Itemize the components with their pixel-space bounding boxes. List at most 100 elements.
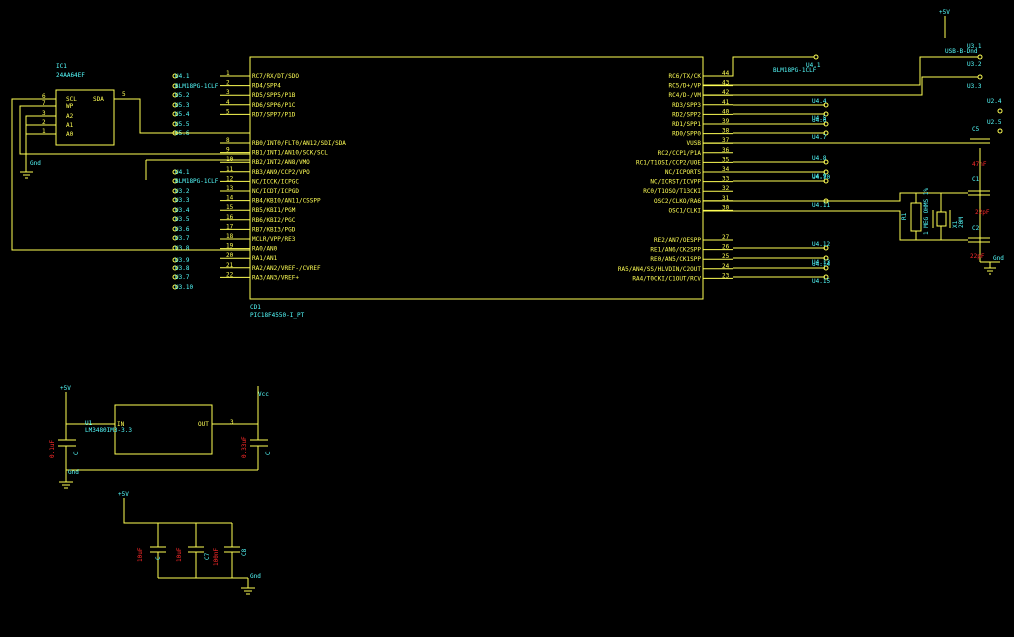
left-net-label: U4.1 xyxy=(175,169,190,176)
osc2-wire xyxy=(703,192,968,202)
left-net-label: U3.7 xyxy=(175,235,190,242)
mcu-left-pin-name: NC/ICCK/ICPGC xyxy=(252,178,299,185)
left-net-connector xyxy=(172,226,178,232)
eeprom-body xyxy=(55,89,115,146)
mcu-right-pin-num: 33 xyxy=(722,176,730,183)
mcu-left-pin-num: 2 xyxy=(226,80,230,87)
right-net-labels: U4.4U4.5U4.6U4.7U4.8U4.9U4.10U4.11U4.12U… xyxy=(733,98,830,285)
mcu-right-pin-num: 23 xyxy=(722,272,730,279)
reg-vout-wire xyxy=(212,386,259,425)
r1-body xyxy=(910,202,922,232)
usb-pin-1 xyxy=(977,54,983,60)
mcu-right-pin-num: 25 xyxy=(722,253,730,260)
osc-gnd-symbol xyxy=(980,261,1000,275)
left-net-connector xyxy=(172,111,178,117)
cin-ref: C xyxy=(73,451,80,455)
oscillator-section: C5 47nF C1 22pF C2 22pF R1 1 MEG OHMS 1%… xyxy=(703,126,1004,275)
mcu-right-pin-num: 44 xyxy=(722,70,730,77)
bulk-vcc-wire xyxy=(123,498,233,547)
bulk-c2-symbol xyxy=(188,546,204,578)
bulk-c1-value: 10uF xyxy=(137,547,144,562)
left-net-connector xyxy=(172,257,178,263)
a2-wire xyxy=(25,115,30,153)
eeprom-part: 24AA64EF xyxy=(56,72,85,79)
mcu-left-pin-name: RB4/KBI0/AN11/CSSPP xyxy=(252,198,321,205)
mcu-right-pin-num: 40 xyxy=(722,108,730,115)
mcu-left-pin-name: NC/ICDT/ICPGD xyxy=(252,188,299,195)
mcu-right-pin-name: RC6/TX/CK xyxy=(668,73,701,80)
xtal-value: 20M xyxy=(958,217,965,228)
mcu-right-pin-name: RD0/SPP0 xyxy=(672,131,701,138)
u2-5-label: U2.5 xyxy=(987,119,1002,126)
osc-gnd-label: Gnd xyxy=(993,255,1004,262)
bulk-c3-value: 100nF xyxy=(213,548,220,566)
mcu-right-pin-num: 43 xyxy=(722,80,730,87)
cin-value: 0.1uF xyxy=(49,440,56,458)
mcu-left-pin-name: RB7/KBI3/PGD xyxy=(252,226,296,233)
dplus-wire xyxy=(703,56,978,86)
tx-wire xyxy=(703,56,814,77)
left-net-connector xyxy=(172,216,178,222)
right-net-connector xyxy=(823,245,829,251)
reg-vin-label: +5V xyxy=(60,385,71,392)
right-net-label: U4.5 xyxy=(812,115,827,122)
mcu-right-pin-name: RD1/SPP1 xyxy=(672,121,701,128)
mcu-left-pin-name: RC7/RX/DT/SDO xyxy=(252,73,299,80)
usb-u3-3: U3.3 xyxy=(967,83,982,90)
mcu-left-pin-name: RA2/AN2/VREF-/CVREF xyxy=(252,265,321,272)
mcu-right-pin-num: 27 xyxy=(722,234,730,241)
mcu-left-pin-num: 8 xyxy=(226,137,230,144)
left-net-label: U3.10 xyxy=(175,284,193,291)
mcu-right-pin-name: VUSB xyxy=(687,140,702,147)
mcu-left-pin-name: RB3/AN9/CCP2/VPO xyxy=(252,169,310,176)
usb-connector-label: USB-B-Dnd xyxy=(945,48,978,55)
left-net-label: BLM18PG-1CLF xyxy=(175,83,219,90)
mcu-right-pin-name: OSC2/CLKO/RA6 xyxy=(654,198,701,205)
dminus-wire xyxy=(703,76,978,96)
right-net-connector xyxy=(823,274,829,280)
eeprom-sda-num: 5 xyxy=(122,91,126,98)
mcu-left-pin-num: 19 xyxy=(226,243,234,250)
bulk-c1-symbol xyxy=(150,546,166,578)
mcu-left-pin-num: 13 xyxy=(226,185,234,192)
mcu-right-pin-name: RC1/T1OSI/CCP2/UOE xyxy=(636,159,701,166)
mcu-left-pin-name: MCLR/VPP/RE3 xyxy=(252,236,296,243)
mcu-right-pin-name: RC0/T1OSO/T13CKI xyxy=(643,188,701,195)
mcu-left-pin-name: RB5/KBI1/PGM xyxy=(252,207,296,214)
mcu-right-pin-name: RD2/SPP2 xyxy=(672,111,701,118)
left-net-label: U3.3 xyxy=(175,197,190,204)
r1-ref: R1 xyxy=(901,212,908,220)
mcu-right-pin-num: 39 xyxy=(722,118,730,125)
c1-symbol xyxy=(968,190,990,196)
mcu-left-pin-num: 16 xyxy=(226,214,234,221)
right-net-label: U4.11 xyxy=(812,202,830,209)
right-net-connector xyxy=(823,130,829,136)
regulator-section: +5V Vcc U1 LM3480IM3-3.3 IN OUT 3 C 0.1u… xyxy=(49,385,272,489)
mcu-right-pin-num: 36 xyxy=(722,147,730,154)
eeprom-sda-name: SDA xyxy=(93,96,104,103)
ferrite-pin xyxy=(813,54,819,60)
mcu-right-pin-name: RE2/AN7/OESPP xyxy=(654,237,701,244)
mcu-right-pin-name: RA5/AN4/SS/HLVDIN/C2OUT xyxy=(618,266,701,273)
eeprom-pin-name: A1 xyxy=(66,122,74,129)
eeprom-pin-name: A2 xyxy=(66,113,74,120)
mcu-right-pin-num: 31 xyxy=(722,195,730,202)
eeprom-pin-num: 1 xyxy=(42,128,46,135)
mcu-left-pin-name: RD7/SPP7/P1D xyxy=(252,111,296,118)
left-net-label: U3.5 xyxy=(175,216,190,223)
cout-ref: C xyxy=(265,451,272,455)
mcu-left-pin-num: 4 xyxy=(226,99,230,106)
left-net-label: U3.2 xyxy=(175,188,190,195)
eeprom-pin-num: 7 xyxy=(42,100,46,107)
eeprom-pin-name: A0 xyxy=(66,131,74,138)
mcu-left-pin-num: 20 xyxy=(226,252,234,259)
mcu-right-pin-num: 24 xyxy=(722,263,730,270)
mcu-ref: CD1 xyxy=(250,304,261,311)
right-net-label: U4.15 xyxy=(812,278,830,285)
mcu-part: PIC18F4550-I_PT xyxy=(250,312,305,319)
left-net-label: U3.8 xyxy=(175,245,190,252)
u2-4-label: U2.4 xyxy=(987,98,1002,105)
left-net-label: U5.2 xyxy=(175,92,190,99)
